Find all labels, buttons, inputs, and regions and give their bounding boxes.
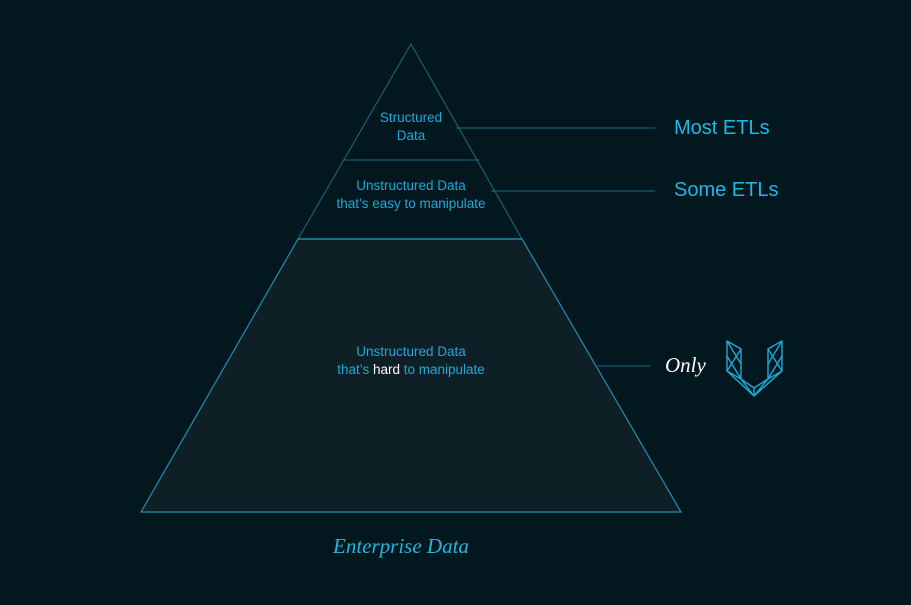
tier-label-easy: Unstructured Data that’s easy to manipul… xyxy=(311,177,511,213)
tier-bottom-line2-pre: that’s xyxy=(337,362,373,377)
tier-bottom-line2: that’s hard to manipulate xyxy=(306,361,516,379)
tier-middle-line1: Unstructured Data xyxy=(356,178,466,193)
tier-label-hard: Unstructured Data that’s hard to manipul… xyxy=(306,343,516,379)
pyramid-upper-outline xyxy=(297,42,523,240)
tier-middle-line2: that’s easy to manipulate xyxy=(336,196,486,211)
tier-label-structured: Structured Data xyxy=(351,109,471,145)
some-etls-label: Some ETLs xyxy=(674,179,779,201)
tier-top-line1: Structured xyxy=(379,110,443,125)
unstructured-logo-icon xyxy=(726,340,783,397)
tier-bottom-highlight: hard xyxy=(372,362,400,377)
tier-top-line2: Data xyxy=(396,128,426,143)
most-etls-label: Most ETLs xyxy=(674,117,770,139)
tier-bottom-line2-post: to manipulate xyxy=(400,362,485,377)
enterprise-data-caption: Enterprise Data xyxy=(333,534,469,558)
only-label: Only xyxy=(665,353,706,377)
tier-bottom-line1: Unstructured Data xyxy=(356,344,466,359)
